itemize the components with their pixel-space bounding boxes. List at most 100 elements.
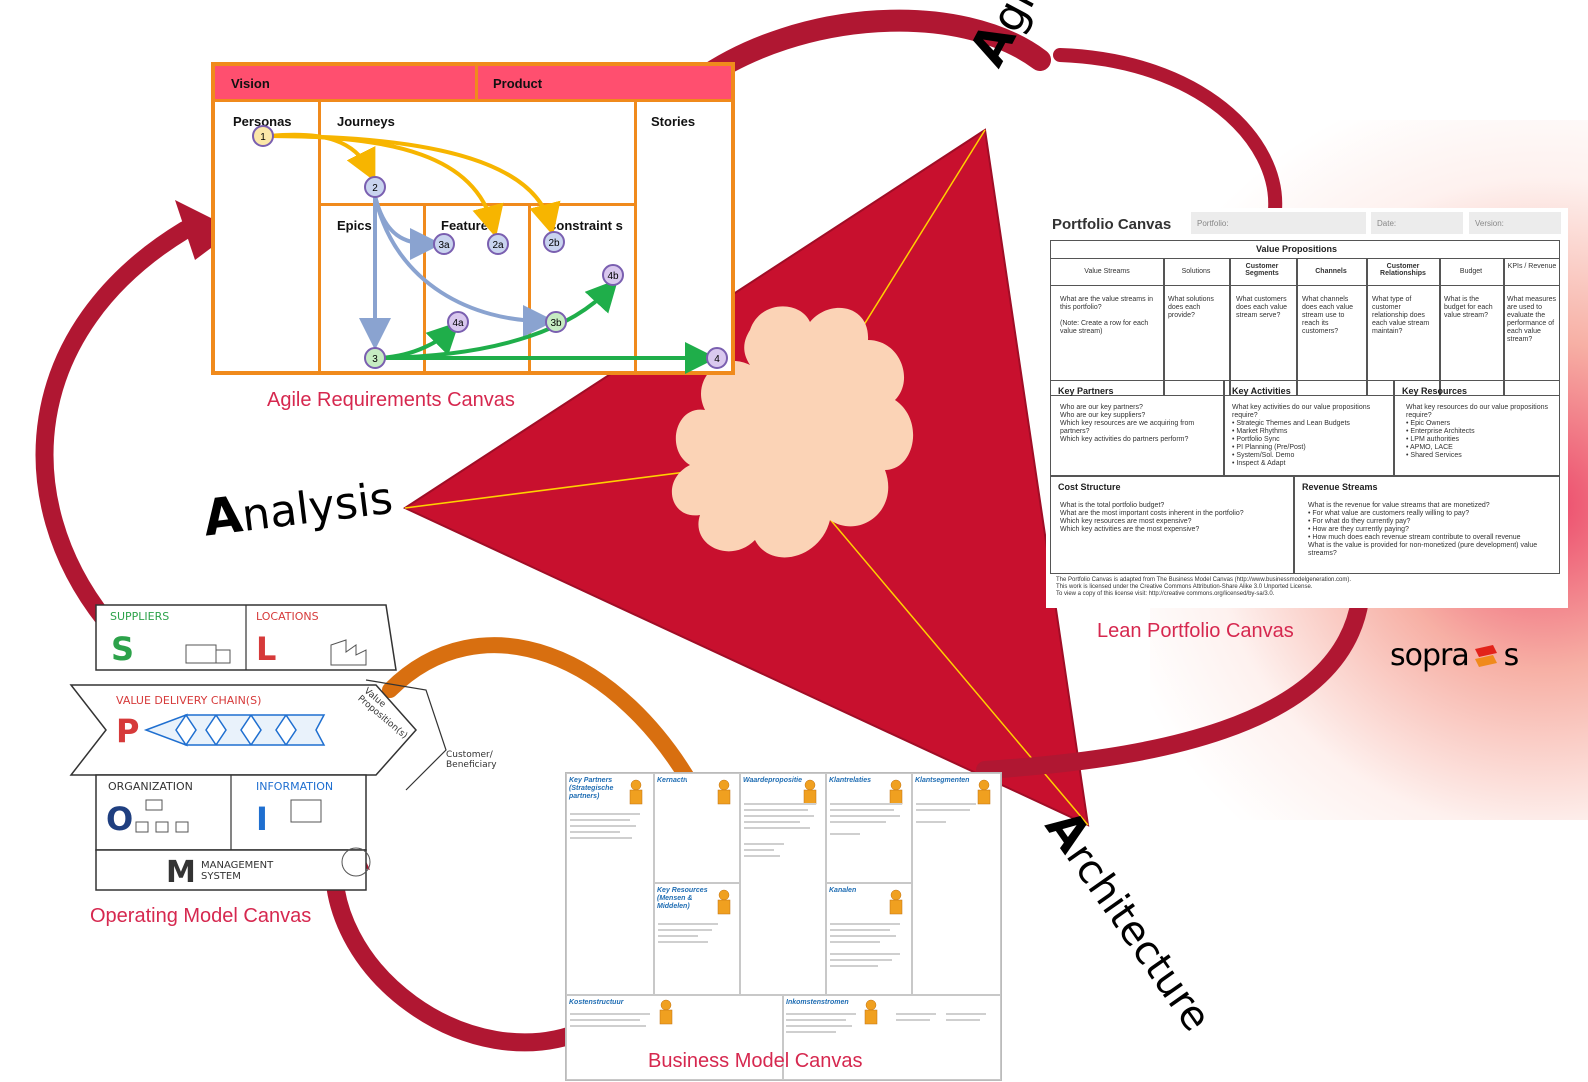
key-partners-text: Who are our key partners? Who are our ke… <box>1060 404 1195 443</box>
letter-i: I <box>256 800 268 838</box>
bmc-key-partners-title: Key Partners (Strategische partners) <box>569 777 614 800</box>
bmc-cost-structure-title: Kostenstructuur <box>569 999 624 1006</box>
bmc-cost-structure <box>566 995 783 1080</box>
key-activities-box <box>1224 380 1394 476</box>
value-propositions-heading: Value Propositions <box>1256 244 1338 254</box>
key-resources-heading: Key Resources <box>1402 386 1468 396</box>
node-2a <box>487 233 509 255</box>
operating-model-canvas: SUPPLIERS LOCATIONS S L VALUE DELIVERY C… <box>66 600 497 900</box>
column-text: What customers does each value stream se… <box>1236 296 1289 319</box>
letter-l: L <box>256 630 277 668</box>
revenue-streams-box <box>1294 476 1560 574</box>
letter-s: S <box>111 630 135 668</box>
date-field: Date: <box>1371 212 1463 234</box>
arrow-operating-to-business <box>382 637 708 808</box>
node-4a-label: 4a <box>452 318 464 329</box>
node-4a <box>447 311 469 333</box>
node-3a-label: 3a <box>438 240 450 251</box>
column-text: What are the value streams in this portf… <box>1060 296 1153 335</box>
canvas-divider <box>423 203 426 373</box>
revenue-streams-heading: Revenue Streams <box>1302 482 1378 492</box>
key-resources-text: What key resources do our value proposit… <box>1406 404 1549 459</box>
node-2 <box>364 176 386 198</box>
column-header: Value Streams <box>1084 268 1130 275</box>
agile-requirements-caption: Agile Requirements Canvas <box>267 389 515 411</box>
sopra-logo: sopra s <box>1390 638 1519 673</box>
bmc-customer-segments-title: Klantsegmenten <box>915 777 970 784</box>
arrow-analysis-to-requirements <box>35 221 194 629</box>
canvas-divider <box>215 99 731 102</box>
node-3-label: 3 <box>372 354 378 365</box>
letter-p: P <box>116 712 140 750</box>
letter-m: M <box>166 855 196 890</box>
key-activities-text: What key activities do our value proposi… <box>1232 404 1371 467</box>
bmc-channels-title: Kanalen <box>829 887 857 894</box>
cost-structure-box <box>1050 476 1294 574</box>
operating-model-caption: Operating Model Canvas <box>90 905 312 927</box>
business-model-canvas: Key Partners (Strategische partners) Ker… <box>565 772 1002 1081</box>
node-3a <box>433 233 455 255</box>
column-header: Solutions <box>1181 268 1211 275</box>
bmc-channels <box>826 883 912 995</box>
letter-o: O <box>106 800 134 838</box>
bmc-customer-relationships-title: Klantrelaties <box>829 777 872 784</box>
column-text: What solutions does each provide? <box>1168 296 1216 319</box>
suppliers-label: SUPPLIERS <box>110 610 170 623</box>
column-header: Customer Segments <box>1245 263 1279 277</box>
canvas-divider <box>528 203 531 373</box>
column-header: Channels <box>1315 268 1347 275</box>
value-propositions-box <box>1050 240 1560 396</box>
key-partners-heading: Key Partners <box>1058 386 1114 396</box>
key-partners-box <box>1050 380 1224 476</box>
portfolio-canvas: Portfolio Canvas Portfolio: Date: Versio… <box>1046 208 1568 608</box>
arrow-architecture-to-portfolio <box>976 591 1369 779</box>
node-1-label: 1 <box>260 132 266 143</box>
vision-header: Vision <box>215 66 475 100</box>
logo-text-right: s <box>1503 638 1520 673</box>
bmc-key-resources <box>654 883 740 995</box>
bmc-value-proposition-title: Waardepropositie <box>743 777 802 784</box>
bmc-key-partners <box>566 773 654 995</box>
epics-label: Epics <box>337 218 372 233</box>
bmc-revenue-streams <box>783 995 1001 1080</box>
node-2b <box>543 231 565 253</box>
cost-structure-heading: Cost Structure <box>1058 482 1121 492</box>
column-header: KPIs / Revenue <box>1507 263 1557 270</box>
vp-col-divider <box>1163 258 1165 396</box>
node-3b <box>545 311 567 333</box>
version-field: Version: <box>1469 212 1561 234</box>
canvas-divider <box>318 101 321 373</box>
bmc-customer-segments <box>912 773 1001 995</box>
bmc-key-resources-title: Key Resources (Mensen & Middelen) <box>657 887 708 910</box>
canvas-divider <box>475 66 478 100</box>
bmc-customer-relationships <box>826 773 912 883</box>
vp-col-divider <box>1229 258 1231 396</box>
vp-header-row <box>1050 258 1560 286</box>
flow-arrow <box>379 279 619 360</box>
node-3 <box>364 347 386 369</box>
node-1 <box>252 125 274 147</box>
column-header: Customer Relationships <box>1380 263 1426 277</box>
portfolio-field: Portfolio: <box>1191 212 1366 234</box>
node-2b-label: 2b <box>548 238 560 249</box>
flow-arrow <box>269 134 561 236</box>
vp-col-divider <box>1439 258 1441 396</box>
lean-portfolio-caption: Lean Portfolio Canvas <box>1097 620 1294 642</box>
key-activities-heading: Key Activities <box>1232 386 1291 396</box>
information-label: INFORMATION <box>256 780 334 793</box>
logo-mark <box>1473 645 1499 667</box>
organization-label: ORGANIZATION <box>108 780 193 793</box>
arrow-agile-to-requirements <box>689 9 1051 91</box>
personas-label: Personas <box>233 114 292 129</box>
agile-requirements-canvas: Vision Product Personas Journeys Stories… <box>211 62 735 375</box>
portfolio-title: Portfolio Canvas <box>1052 216 1172 233</box>
journeys-label: Journeys <box>337 114 395 129</box>
column-text: What measures are used to evaluate the p… <box>1507 296 1558 343</box>
bmc-value-proposition <box>740 773 826 995</box>
bmc-key-activities-title: Kernactiviteiten <box>657 777 687 784</box>
flow-arrow <box>373 195 555 337</box>
value-delivery-label: VALUE DELIVERY CHAIN(S) <box>116 694 262 707</box>
portfolio-footer: The Portfolio Canvas is adapted from The… <box>1056 577 1352 597</box>
vp-col-divider <box>1503 258 1505 396</box>
node-2a-label: 2a <box>492 240 504 251</box>
